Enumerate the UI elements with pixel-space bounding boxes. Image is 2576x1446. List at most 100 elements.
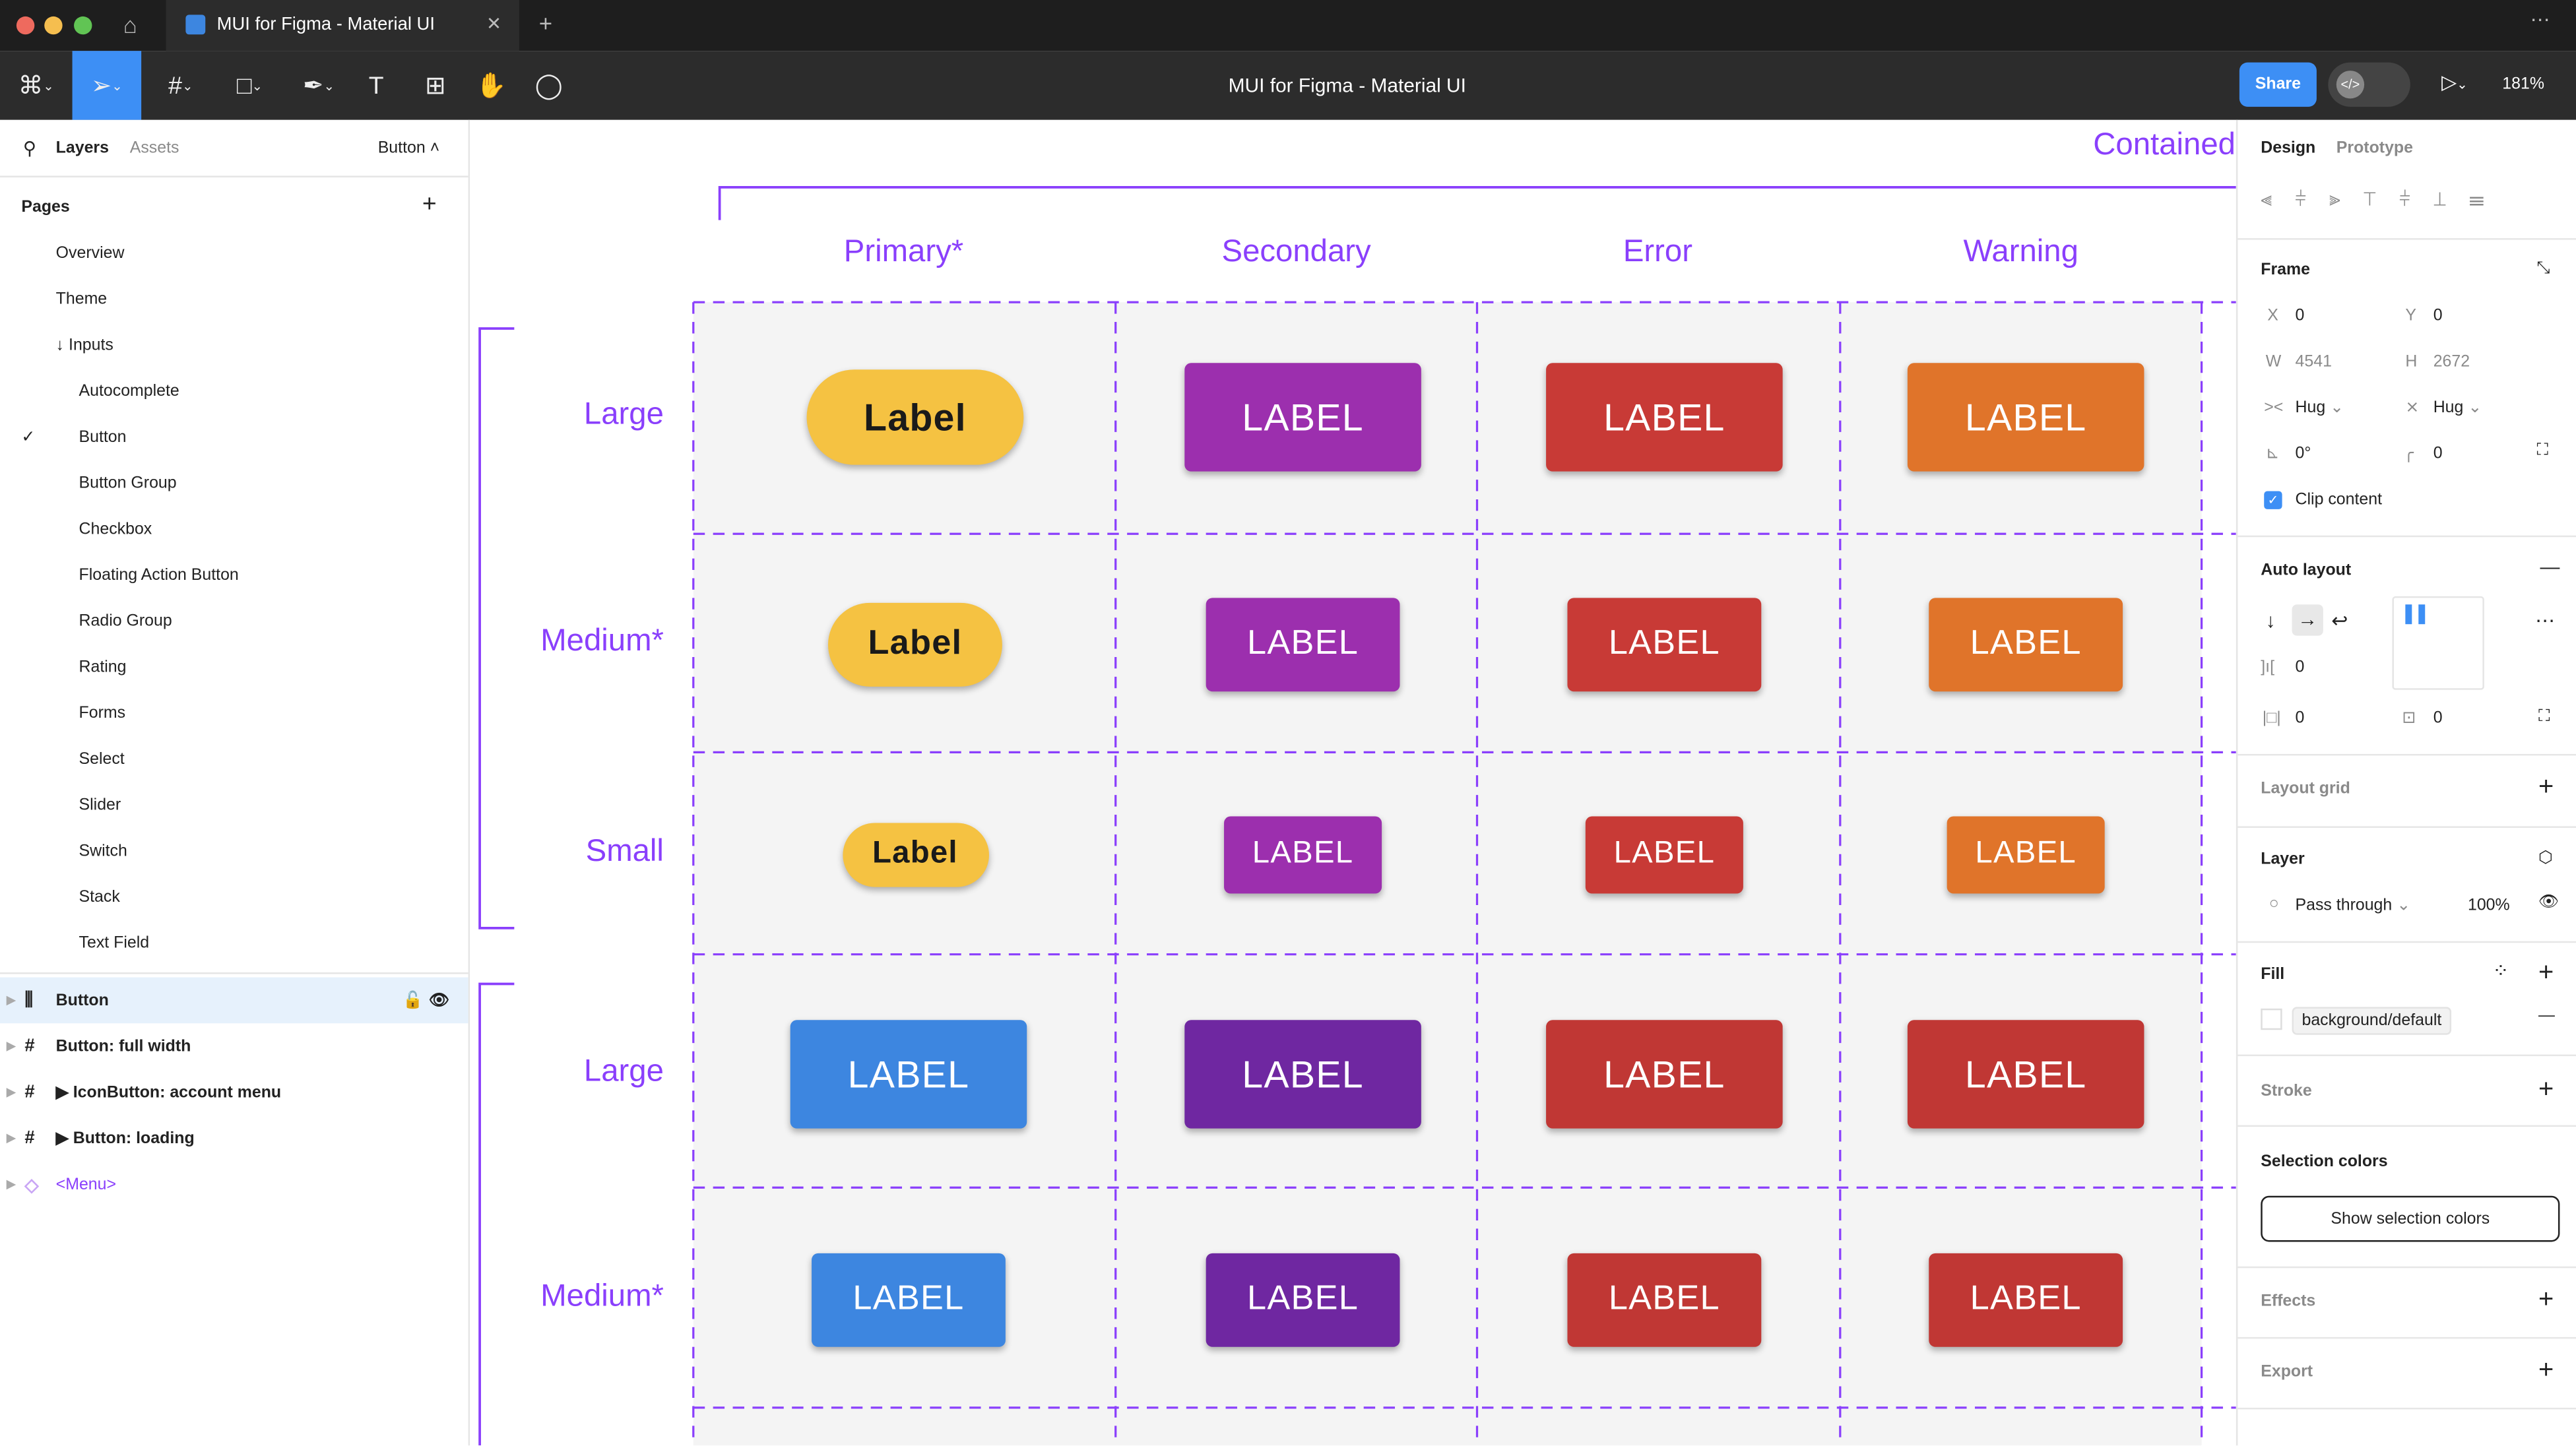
visibility-eye-icon[interactable]: 👁 (2538, 893, 2560, 912)
more-icon[interactable]: ⋯ (2530, 8, 2550, 32)
remove-auto-layout-icon[interactable]: — (2540, 555, 2560, 579)
more-options-icon[interactable]: ⋯ (2535, 609, 2555, 633)
button-primary-large[interactable]: LABEL (790, 1020, 1027, 1129)
independent-corners-icon[interactable]: ⛶ (2536, 441, 2548, 460)
layer-row[interactable]: ▶#Button: full width (0, 1023, 468, 1069)
resources-tool-icon[interactable]: ⊞ (425, 72, 446, 100)
height-input[interactable]: 2672 (2433, 353, 2470, 371)
expand-caret-icon[interactable]: ▶ (6, 1179, 16, 1191)
fill-style-chip[interactable]: background/default (2292, 1007, 2452, 1035)
height-sizing-select[interactable]: Hug ⌄ (2433, 399, 2482, 418)
page-item[interactable]: Stack (79, 889, 120, 906)
expand-caret-icon[interactable]: ▶ (6, 1087, 16, 1099)
horizontal-direction-icon[interactable]: → (2292, 604, 2323, 636)
home-icon[interactable]: ⌂ (123, 11, 137, 38)
close-tab-icon[interactable]: ✕ (486, 15, 501, 35)
page-item[interactable]: Button Group (79, 475, 177, 493)
page-item[interactable]: Forms (79, 705, 126, 722)
button-secondary-small[interactable]: LABEL (1224, 815, 1382, 893)
page-item[interactable]: Checkbox (79, 520, 152, 538)
tab-design[interactable]: Design (2261, 139, 2316, 158)
blend-mode-select[interactable]: Pass through ⌄ (2295, 896, 2411, 915)
layer-row[interactable]: ▶#▶ Button: loading (0, 1116, 468, 1162)
page-item[interactable]: Autocomplete (79, 383, 179, 400)
expand-caret-icon[interactable]: ▶ (6, 1041, 16, 1053)
button-error-medium[interactable]: LABEL (1567, 1252, 1762, 1346)
page-item[interactable]: Radio Group (79, 613, 172, 631)
button-error-small[interactable]: LABEL (1585, 815, 1743, 893)
add-export-icon[interactable]: + (2538, 1356, 2554, 1385)
document-tab[interactable]: MUI for Figma - Material UI ✕ (166, 0, 519, 51)
gap-input[interactable]: 0 (2295, 658, 2305, 677)
rectangle-tool-icon[interactable]: □⌄ (236, 71, 263, 100)
eye-icon[interactable]: 👁 (428, 991, 450, 1010)
y-input[interactable]: 0 (2433, 307, 2443, 326)
page-selector[interactable]: Button ˄ (377, 139, 440, 158)
alignment-icons[interactable]: ⫷⫩⫸⊤⫩⊥☰ (2261, 187, 2507, 210)
maximize-window-button[interactable] (74, 16, 92, 35)
horizontal-padding-input[interactable]: 0 (2295, 709, 2305, 728)
page-item[interactable]: Rating (79, 658, 127, 676)
frame-tool-icon[interactable]: #⌄ (168, 71, 193, 100)
page-item[interactable]: Overview (56, 245, 125, 263)
button-primary-medium[interactable]: Label (827, 602, 1002, 686)
opacity-input[interactable]: 100% (2467, 896, 2510, 915)
button-error-large[interactable]: LABEL (1546, 363, 1783, 472)
tab-assets[interactable]: Assets (129, 139, 179, 158)
page-item[interactable]: Text Field (79, 935, 150, 953)
button-warning-large[interactable]: LABEL (1907, 1020, 2144, 1129)
resize-to-fit-icon[interactable]: ⤡ (2536, 259, 2550, 278)
page-item[interactable]: Theme (56, 291, 108, 309)
share-button[interactable]: Share (2239, 62, 2317, 107)
individual-padding-icon[interactable]: ⛶ (2538, 708, 2550, 726)
alignment-grid[interactable] (2392, 596, 2484, 690)
zoom-level[interactable]: 181% (2502, 75, 2544, 94)
show-selection-colors-button[interactable]: Show selection colors (2261, 1195, 2560, 1242)
page-item[interactable]: Switch (79, 842, 127, 860)
move-tool-icon[interactable]: ➢⌄ (72, 51, 142, 120)
button-warning-large[interactable]: LABEL (1907, 363, 2144, 472)
clip-content-checkbox[interactable]: ✓ (2264, 491, 2282, 509)
unlock-icon[interactable]: 🔓 (402, 991, 424, 1010)
add-page-icon[interactable]: + (422, 190, 437, 219)
add-fill-icon[interactable]: + (2538, 959, 2554, 988)
layer-mask-icon[interactable]: ⬡ (2538, 849, 2553, 867)
add-layout-grid-icon[interactable]: + (2538, 773, 2554, 802)
pen-tool-icon[interactable]: ✒⌄ (303, 72, 335, 100)
button-error-large[interactable]: LABEL (1546, 1020, 1783, 1129)
frame-heading[interactable]: Frame (2261, 261, 2310, 280)
x-input[interactable]: 0 (2295, 307, 2305, 326)
new-tab-button[interactable]: + (538, 9, 553, 36)
minimize-window-button[interactable] (44, 16, 63, 35)
text-tool-icon[interactable]: T (368, 71, 384, 100)
page-item[interactable]: Slider (79, 797, 121, 815)
dev-mode-toggle[interactable]: </> (2328, 62, 2410, 107)
style-grid-icon[interactable]: ⁘ (2492, 959, 2509, 983)
layer-row[interactable]: ▶◇<Menu> (0, 1161, 468, 1207)
button-primary-small[interactable]: Label (842, 822, 988, 887)
fill-swatch[interactable] (2261, 1008, 2282, 1030)
tab-prototype[interactable]: Prototype (2336, 139, 2413, 158)
width-sizing-select[interactable]: Hug ⌄ (2295, 399, 2344, 418)
button-secondary-large[interactable]: LABEL (1184, 1020, 1421, 1129)
search-icon[interactable]: ⚲ (22, 139, 36, 160)
width-input[interactable]: 4541 (2295, 353, 2332, 371)
layer-row[interactable]: ▶⫼Button🔓👁 (0, 977, 468, 1024)
tab-layers[interactable]: Layers (55, 139, 109, 158)
document-title[interactable]: MUI for Figma - Material UI (1228, 74, 1466, 97)
page-item[interactable]: Select (79, 751, 125, 769)
button-warning-medium[interactable]: LABEL (1929, 597, 2123, 691)
expand-caret-icon[interactable]: ▶ (6, 995, 16, 1007)
vertical-padding-input[interactable]: 0 (2433, 709, 2443, 728)
page-item[interactable]: ↓ Inputs (56, 336, 113, 354)
rotation-input[interactable]: 0° (2295, 445, 2311, 464)
corner-radius-input[interactable]: 0 (2433, 445, 2443, 464)
remove-fill-icon[interactable]: — (2538, 1007, 2555, 1025)
add-effect-icon[interactable]: + (2538, 1286, 2554, 1314)
wrap-direction-icon[interactable]: ↩ (2331, 609, 2348, 633)
close-window-button[interactable] (16, 16, 35, 35)
button-warning-medium[interactable]: LABEL (1929, 1252, 2123, 1346)
page-item[interactable]: Button✓ (21, 429, 126, 447)
hand-tool-icon[interactable]: ✋ (476, 72, 507, 100)
